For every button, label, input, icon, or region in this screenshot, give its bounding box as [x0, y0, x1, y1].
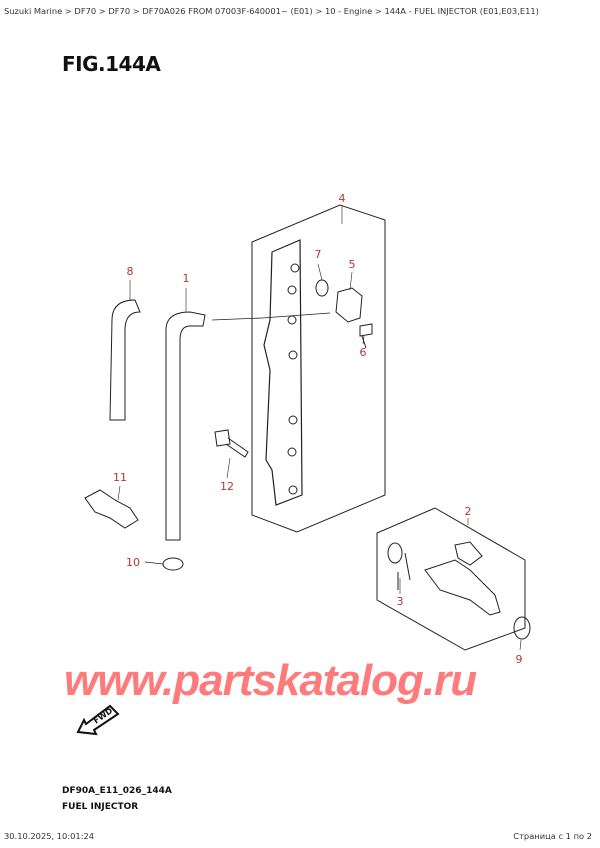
hose-8 — [109, 299, 141, 421]
drawing-code: DF90A_E11_026_144A — [62, 786, 172, 796]
page-count: Страница с 1 по 2 — [513, 831, 592, 841]
figure-title: FIG.144A — [62, 52, 161, 76]
callout-3[interactable]: 3 — [396, 595, 404, 608]
timestamp: 30.10.2025, 10:01:24 — [4, 831, 95, 841]
injector-frame — [376, 507, 526, 651]
hose-1 — [165, 311, 206, 541]
watermark: www.partskatalog.ru — [64, 656, 477, 705]
drawing-name: FUEL INJECTOR — [62, 802, 139, 812]
callout-1[interactable]: 1 — [182, 272, 190, 285]
callout-11[interactable]: 11 — [113, 471, 127, 484]
fuel-rail — [263, 239, 303, 506]
rail-frame — [251, 204, 386, 533]
callout-2[interactable]: 2 — [464, 505, 472, 518]
callout-4[interactable]: 4 — [338, 192, 346, 205]
callout-6[interactable]: 6 — [359, 346, 367, 359]
callout-5[interactable]: 5 — [348, 258, 356, 271]
callout-10[interactable]: 10 — [126, 556, 140, 569]
callout-9[interactable]: 9 — [515, 653, 523, 666]
callout-12[interactable]: 12 — [220, 480, 234, 493]
injector — [424, 559, 501, 616]
callout-7[interactable]: 7 — [314, 248, 322, 261]
breadcrumb[interactable]: Suzuki Marine > DF70 > DF70 > DF70A026 F… — [4, 6, 539, 16]
callout-8[interactable]: 8 — [126, 265, 134, 278]
fwd-arrow-icon: FWD — [76, 704, 120, 736]
